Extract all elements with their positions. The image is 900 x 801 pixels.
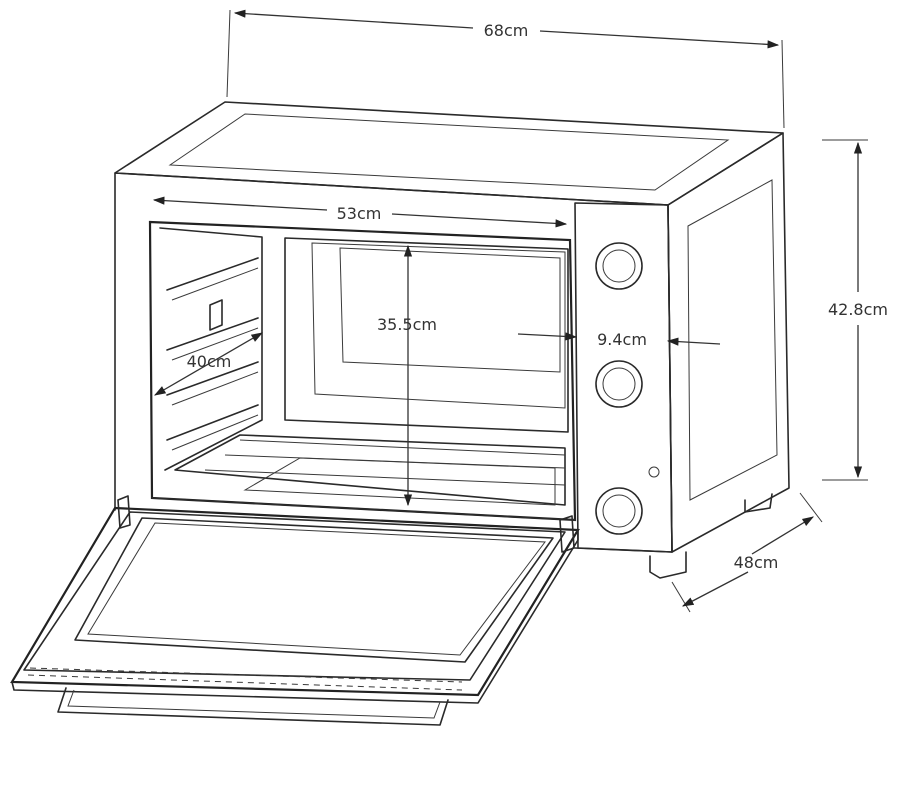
door-glass-inner: [87, 522, 546, 656]
dim-arrow-front: [681, 571, 749, 607]
cavity-opening: [148, 220, 577, 522]
dim-arrow-right: [539, 30, 780, 49]
dim-arrow-left: [517, 332, 578, 341]
wire-rack-bar-1: [204, 469, 566, 486]
dim-arrow-back: [751, 516, 815, 555]
label-outer-depth: 48cm: [734, 553, 779, 572]
label-inner-width: 53cm: [337, 204, 382, 223]
rack-bracket: [209, 299, 223, 331]
door-hinge-right: [559, 515, 575, 553]
cavity-left-wall: [159, 227, 263, 471]
label-panel-width: 9.4cm: [597, 330, 647, 349]
oven-foot-back: [744, 493, 773, 513]
knob-middle-inner: [602, 367, 636, 401]
rack-rail-1: [166, 257, 259, 291]
label-inner-height: 35.5cm: [377, 315, 437, 334]
wire-rack: [174, 434, 566, 506]
door-handle[interactable]: [57, 687, 449, 726]
rack-rail-4: [166, 404, 259, 441]
label-inner-depth: 40cm: [187, 352, 232, 371]
back-wall-panel: [311, 242, 566, 409]
door-inner-frame: [23, 511, 566, 681]
cavity-back-wall: [284, 237, 569, 433]
door-hinge-left: [117, 495, 131, 529]
dim-arrow-left: [152, 196, 328, 211]
dim-arrow-diagonal: [153, 332, 264, 396]
cavity-floor: [151, 497, 576, 521]
oven-side-panel: [687, 179, 778, 501]
oven-cavity: [148, 220, 577, 522]
knob-top-inner: [602, 249, 636, 283]
knob-bottom-ring: [595, 487, 643, 535]
door-glass: [74, 517, 554, 663]
oven-top-surface: [114, 101, 784, 206]
dimension-inner-width: 53cm: [152, 196, 568, 228]
oven-foot-front: [649, 551, 687, 579]
indicator-light: [648, 466, 660, 478]
label-outer-height: 42.8cm: [828, 300, 888, 319]
dim-arrow-right: [391, 213, 568, 228]
oven-door[interactable]: [10, 495, 580, 726]
dimension-inner-depth: 40cm: [153, 332, 264, 396]
extension-line-back: [799, 492, 823, 523]
extension-line-left: [226, 9, 231, 98]
wire-rack-bar-3: [239, 439, 566, 456]
dimension-outer-width: 68cm: [226, 9, 785, 129]
extension-line-right: [781, 39, 785, 129]
dimension-panel-width: 9.4cm: [517, 330, 721, 349]
back-wall-inset: [339, 247, 561, 373]
baking-tray: [243, 457, 556, 506]
door-edge: [11, 529, 579, 704]
rack-rail-4b: [171, 414, 259, 451]
extension-line-front: [671, 581, 691, 613]
control-panel: [574, 202, 673, 553]
door-handle-inner: [67, 689, 441, 719]
dimension-inner-height: 35.5cm: [377, 244, 437, 507]
knob-top-ring: [595, 242, 643, 290]
label-outer-width: 68cm: [484, 21, 529, 40]
knob-bottom[interactable]: [595, 487, 643, 535]
oven-top-inset: [168, 113, 730, 191]
door-outer-frame: [10, 506, 580, 697]
knob-top[interactable]: [595, 242, 643, 290]
knob-bottom-inner: [602, 494, 636, 528]
dimension-outer-height: 42.8cm: [822, 139, 888, 481]
knob-middle[interactable]: [595, 360, 643, 408]
dim-arrow-right: [666, 337, 721, 346]
rack-rail-1b: [171, 267, 259, 301]
knob-middle-ring: [595, 360, 643, 408]
oven-body: [114, 101, 790, 579]
dimension-outer-depth: 48cm: [671, 492, 823, 613]
wire-rack-frame: [174, 434, 566, 506]
dim-arrow-left: [233, 9, 474, 29]
